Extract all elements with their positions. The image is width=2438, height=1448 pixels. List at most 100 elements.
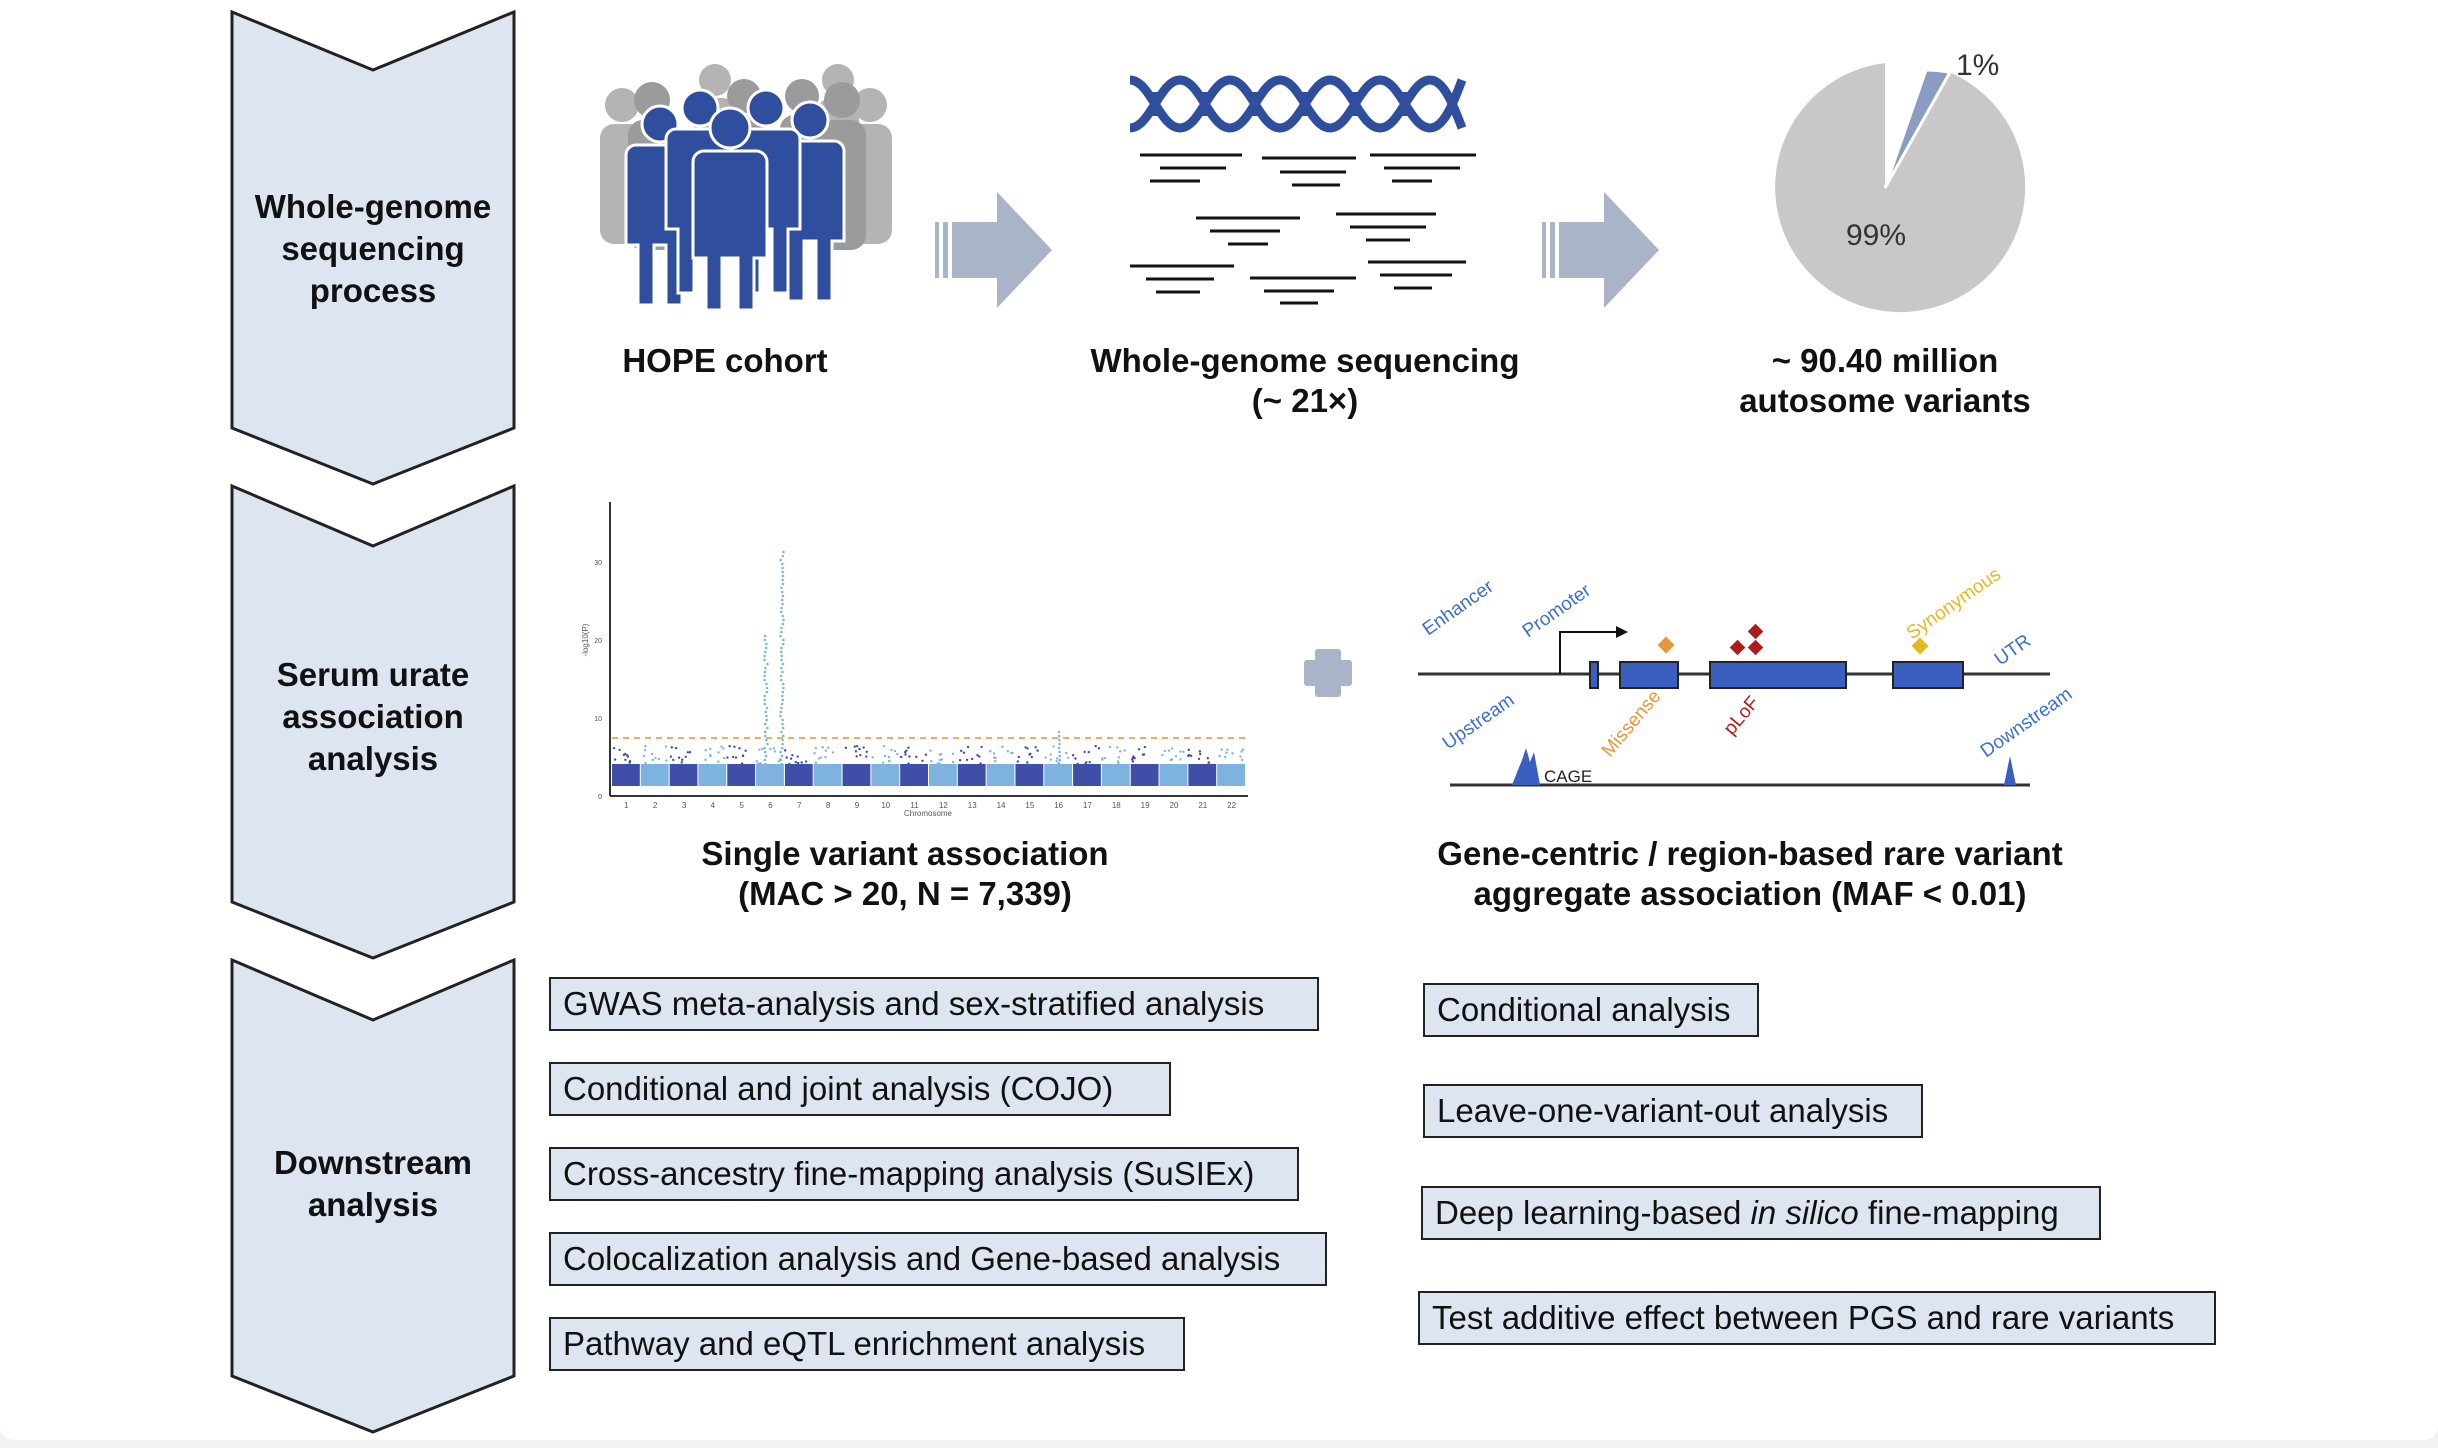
manhattan-point (1055, 759, 1058, 763)
manhattan-ytick-label: 0 (598, 794, 602, 801)
manhattan-point (994, 759, 997, 763)
manhattan-point (1163, 749, 1167, 753)
manhattan-point (855, 755, 858, 758)
manhattan-peak-point (780, 586, 783, 590)
manhattan-point (831, 751, 835, 754)
manhattan-xtick-label: 9 (855, 801, 860, 810)
manhattan-point (960, 749, 963, 753)
manhattan-point (755, 760, 758, 763)
manhattan-peak-point (779, 750, 782, 754)
manhattan-xtick-label: 16 (1054, 801, 1063, 810)
variant-pie-chart: 99% 1% (1775, 49, 2026, 313)
manhattan-peak-point (765, 718, 768, 722)
manhattan-peak-point (780, 706, 783, 710)
manhattan-point (827, 746, 830, 749)
analysis-box-conditional: Conditional analysis (1423, 983, 1759, 1037)
manhattan-point (1044, 756, 1047, 759)
manhattan-point (669, 755, 673, 758)
manhattan-point (1197, 757, 1201, 761)
cage-label: CAGE (1544, 767, 1592, 786)
manhattan-peak-point (781, 578, 785, 582)
manhattan-peak-point (1058, 754, 1062, 758)
manhattan-point (882, 744, 886, 748)
manhattan-peak-point (763, 634, 767, 638)
manhattan-point (907, 746, 910, 749)
manhattan-peak-point (782, 638, 785, 642)
sequencing-reads-icon (1130, 153, 1476, 305)
manhattan-point (824, 749, 828, 752)
manhattan-point (612, 746, 616, 750)
manhattan-point (686, 751, 690, 754)
manhattan-peak-point (781, 698, 785, 702)
manhattan-point (976, 753, 979, 757)
manhattan-xtick-label: 18 (1112, 801, 1121, 810)
manhattan-peak-point (781, 582, 785, 586)
manhattan-point (1161, 753, 1164, 757)
manhattan-xtick-label: 8 (826, 801, 831, 810)
cage-peak-left (1512, 748, 1540, 785)
manhattan-xtick-label: 4 (711, 801, 716, 810)
manhattan-point (1220, 748, 1223, 751)
manhattan-peak-point (780, 626, 783, 630)
manhattan-point (1207, 761, 1211, 764)
manhattan-point (1006, 750, 1010, 753)
manhattan-peak-point (781, 662, 785, 666)
manhattan-peak-point (780, 598, 784, 602)
manhattan-point (1084, 762, 1087, 766)
manhattan-point (1174, 755, 1178, 758)
manhattan-peak-point (781, 690, 785, 694)
manhattan-point (853, 745, 857, 748)
manhattan-point (1026, 747, 1029, 750)
manhattan-chr-band (1188, 764, 1217, 786)
manhattan-point (769, 747, 772, 751)
exon-1 (1589, 661, 1599, 689)
manhattan-point (1187, 748, 1191, 752)
manhattan-peak-point (779, 558, 782, 562)
manhattan-peak-point (781, 622, 785, 626)
manhattan-peak-point (763, 638, 767, 642)
manhattan-point (722, 756, 726, 760)
manhattan-peak-point (1058, 758, 1062, 762)
manhattan-point (796, 761, 800, 765)
manhattan-peak-point (764, 762, 767, 766)
manhattan-xtick-label: 5 (739, 801, 744, 810)
caption-variants: ~ 90.40 million autosome variants (1660, 341, 2110, 421)
stage-label-association: Serum urate association analysis (276, 656, 470, 777)
manhattan-points (612, 550, 1245, 786)
manhattan-chr-band (871, 764, 900, 786)
manhattan-point (992, 752, 996, 755)
manhattan-point (1071, 754, 1075, 757)
manhattan-point (865, 750, 869, 753)
manhattan-ytick-label: 30 (594, 560, 602, 567)
manhattan-chr-band (900, 764, 928, 786)
manhattan-peak-point (1057, 762, 1061, 766)
manhattan-point (1052, 745, 1055, 748)
manhattan-peak-point (763, 670, 767, 674)
manhattan-xtick-label: 19 (1141, 801, 1150, 810)
manhattan-peak-point (764, 666, 767, 670)
manhattan-peak-point (763, 674, 766, 678)
manhattan-point (1199, 752, 1202, 756)
manhattan-point (1001, 745, 1004, 748)
manhattan-xtick-label: 13 (968, 801, 977, 810)
analysis-box-cojo: Conditional and joint analysis (COJO) (549, 1062, 1171, 1116)
manhattan-peak-point (766, 742, 769, 746)
manhattan-peak-point (780, 694, 784, 698)
manhattan-point (1179, 758, 1182, 761)
manhattan-ylabel: -log10(P) (581, 623, 590, 656)
analysis-box-deep-learning: Deep learning-based in silico fine-mappi… (1421, 1186, 2101, 1240)
manhattan-peak-point (780, 654, 783, 658)
analysis-box-colocalization: Colocalization analysis and Gene-based a… (549, 1232, 1327, 1286)
pie-slice-99 (1775, 63, 2026, 313)
manhattan-chr-band (698, 764, 727, 786)
manhattan-point (1143, 745, 1147, 749)
manhattan-point (622, 753, 626, 757)
manhattan-peak-point (781, 614, 785, 618)
manhattan-point (1179, 750, 1182, 753)
manhattan-point (819, 756, 823, 759)
caption-wgs-line2: (~ 21×) (1251, 382, 1359, 419)
manhattan-peak-point (763, 730, 767, 734)
manhattan-peak-point (782, 734, 785, 738)
